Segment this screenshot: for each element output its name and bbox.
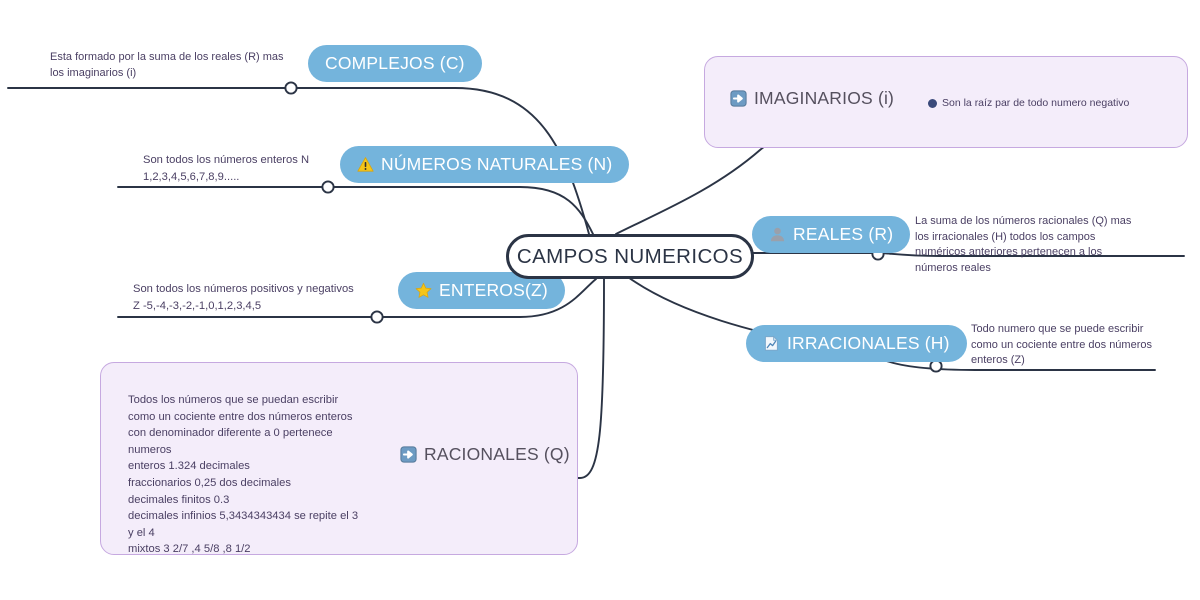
note-enteros: Son todos los números positivos y negati… xyxy=(133,283,354,312)
central-node-campos-numericos[interactable]: CAMPOS NUMERICOS xyxy=(506,234,754,279)
note-reales: La suma de los números racionales (Q) ma… xyxy=(915,215,1132,274)
note-irracionales: Todo numero que se puede escribir como u… xyxy=(971,323,1152,366)
node-reales[interactable]: REALES (R) xyxy=(752,216,911,253)
junction-dot-irracionales xyxy=(929,359,943,373)
note-numeros-naturales: Son todos los números enteros N 1,2,3,4,… xyxy=(143,154,310,183)
note-racionales: Todos los números que se puedan escribir… xyxy=(128,394,359,556)
note-imaginarios: Son la raíz par de todo numero negativo xyxy=(928,96,1129,110)
bullet-dot-icon xyxy=(928,99,937,108)
arrow-right-box-icon xyxy=(730,90,747,107)
star-icon xyxy=(415,282,432,299)
central-node-label: CAMPOS NUMERICOS xyxy=(516,244,744,268)
node-reales-label: REALES (R) xyxy=(793,224,894,244)
panel-imaginarios xyxy=(704,56,1188,148)
note-complejos: Esta formado por la suma de los reales (… xyxy=(50,51,284,79)
document-icon xyxy=(763,335,780,352)
node-complejos[interactable]: COMPLEJOS (C) xyxy=(308,45,482,82)
junction-dot-enteros xyxy=(370,310,384,324)
node-irracionales-label: IRRACIONALES (H) xyxy=(787,333,950,353)
note-imaginarios-text: Son la raíz par de todo numero negativo xyxy=(942,97,1130,109)
warning-icon xyxy=(357,156,374,173)
node-numeros-naturales[interactable]: NÚMEROS NATURALES (N) xyxy=(340,146,630,183)
node-racionales[interactable]: RACIONALES (Q) xyxy=(400,444,570,465)
panel-racionales xyxy=(100,362,578,555)
node-imaginarios-label: IMAGINARIOS (i) xyxy=(754,88,895,108)
person-icon xyxy=(769,226,786,243)
junction-dot-complejos xyxy=(284,81,298,95)
node-irracionales[interactable]: IRRACIONALES (H) xyxy=(746,325,967,362)
node-racionales-label: RACIONALES (Q) xyxy=(424,444,570,464)
node-complejos-label: COMPLEJOS (C) xyxy=(325,53,465,73)
node-numeros-naturales-label: NÚMEROS NATURALES (N) xyxy=(381,154,613,174)
node-imaginarios[interactable]: IMAGINARIOS (i) xyxy=(730,88,894,109)
node-enteros-label: ENTEROS(Z) xyxy=(439,280,548,300)
arrow-right-box-icon xyxy=(400,446,417,463)
